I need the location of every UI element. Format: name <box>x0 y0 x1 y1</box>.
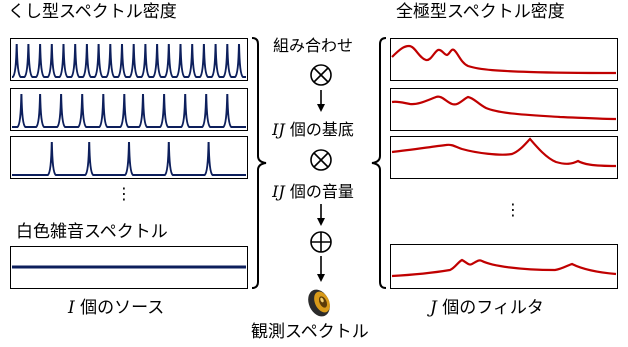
basis-count-label: IJ 個の基底 <box>272 120 354 139</box>
source-count-label: I 個のソース <box>68 298 165 318</box>
left-ellipsis: ⋮ <box>116 184 132 203</box>
left-brace <box>251 37 267 289</box>
oplus-icon <box>310 231 332 253</box>
filter-spectrum-box-3 <box>390 136 618 179</box>
down-arrow-icon <box>317 204 325 226</box>
allpole-spectrum-title: 全極型スペクトル密度 <box>396 2 565 22</box>
combination-label: 組み合わせ <box>272 36 353 55</box>
otimes-icon <box>310 149 332 171</box>
white-noise-title: 白色雑音スペクトル <box>16 222 168 242</box>
otimes-icon <box>310 64 332 86</box>
comb-spectrum-title: くし型スペクトル密度 <box>8 2 177 22</box>
filter-spectrum-box-2 <box>390 88 618 131</box>
down-arrow-icon <box>317 90 325 112</box>
right-ellipsis: ⋮ <box>505 200 521 219</box>
comb-spectrum-1 <box>11 43 246 78</box>
filter-curve-4 <box>391 258 617 278</box>
speaker-icon <box>308 289 330 317</box>
filter-curve-2 <box>391 95 617 121</box>
comb-spectrum-2 <box>12 93 246 128</box>
down-arrow-icon <box>317 256 325 282</box>
comb-spectra <box>11 43 246 176</box>
comb-spectrum-3 <box>12 141 246 176</box>
filter-count-label: J 個のフィルタ <box>430 298 544 318</box>
volume-count-label: IJ 個の音量 <box>272 182 354 201</box>
filter-curve-3 <box>391 137 617 168</box>
right-brace <box>371 37 387 289</box>
filter-curve-1 <box>391 44 617 75</box>
observed-spectrum-label: 観測スペクトル <box>251 322 369 342</box>
